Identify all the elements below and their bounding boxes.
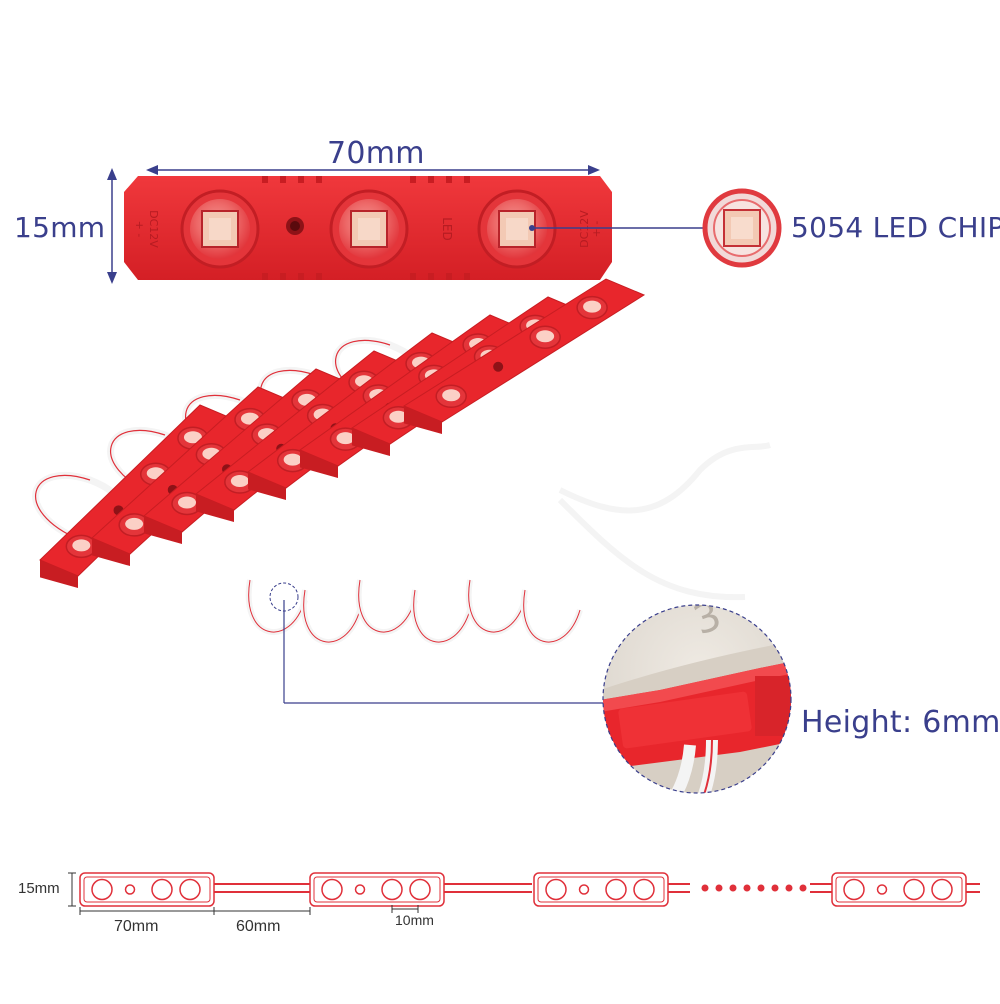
bundle-module <box>91 386 297 566</box>
led-chip-closeup <box>702 188 782 268</box>
chain-module <box>79 872 215 907</box>
bundle-module <box>402 278 646 434</box>
zoom-source-marker <box>269 582 299 612</box>
embossed-center: LED <box>440 217 454 241</box>
chain-ellipsis-dot <box>757 884 765 892</box>
chain-ellipsis-dot <box>771 884 779 892</box>
embossed-left-polarity: + - <box>133 221 146 238</box>
chain-ellipsis-dot <box>785 884 793 892</box>
led-2 <box>329 189 409 269</box>
chain-module <box>831 872 967 907</box>
chain-ellipsis-dot <box>799 884 807 892</box>
module-notches <box>262 176 470 280</box>
arrow-right-icon <box>588 165 600 175</box>
chain-diagram <box>79 872 980 907</box>
chip-label: 5054 LED CHIP <box>791 211 1000 244</box>
chain-module <box>533 872 669 907</box>
led-1 <box>180 189 260 269</box>
chain-ellipsis-dot <box>701 884 709 892</box>
chain-ellipsis-dot <box>715 884 723 892</box>
tail-wire <box>558 442 771 514</box>
led-3 <box>477 189 557 269</box>
chain-ellipsis-dot <box>743 884 751 892</box>
single-module-top: DC12V + - DC12V + - LED <box>107 165 782 284</box>
embossed-left: DC12V <box>147 210 160 248</box>
chain-ellipsis-dot <box>729 884 737 892</box>
module-bundle <box>32 278 771 645</box>
embossed-right: DC12V <box>578 210 591 248</box>
chain-gap-label: 60mm <box>236 918 281 935</box>
arrow-up-icon <box>107 168 117 180</box>
chain-height-label: 15mm <box>18 880 60 897</box>
chain-module <box>309 872 445 907</box>
embossed-right-polarity: + - <box>590 221 603 238</box>
height-label: 15mm <box>14 211 106 244</box>
arrow-left-icon <box>146 165 158 175</box>
chain-module-width-label: 70mm <box>114 918 159 935</box>
width-label: 70mm <box>327 136 425 171</box>
height-detail-label: Height: 6mm <box>801 705 1000 740</box>
tail-wire <box>557 497 746 601</box>
chain-led-spacing-label: 10mm <box>395 912 434 928</box>
height-detail-zoom: 3 <box>602 604 792 794</box>
arrow-down-icon <box>107 272 117 284</box>
